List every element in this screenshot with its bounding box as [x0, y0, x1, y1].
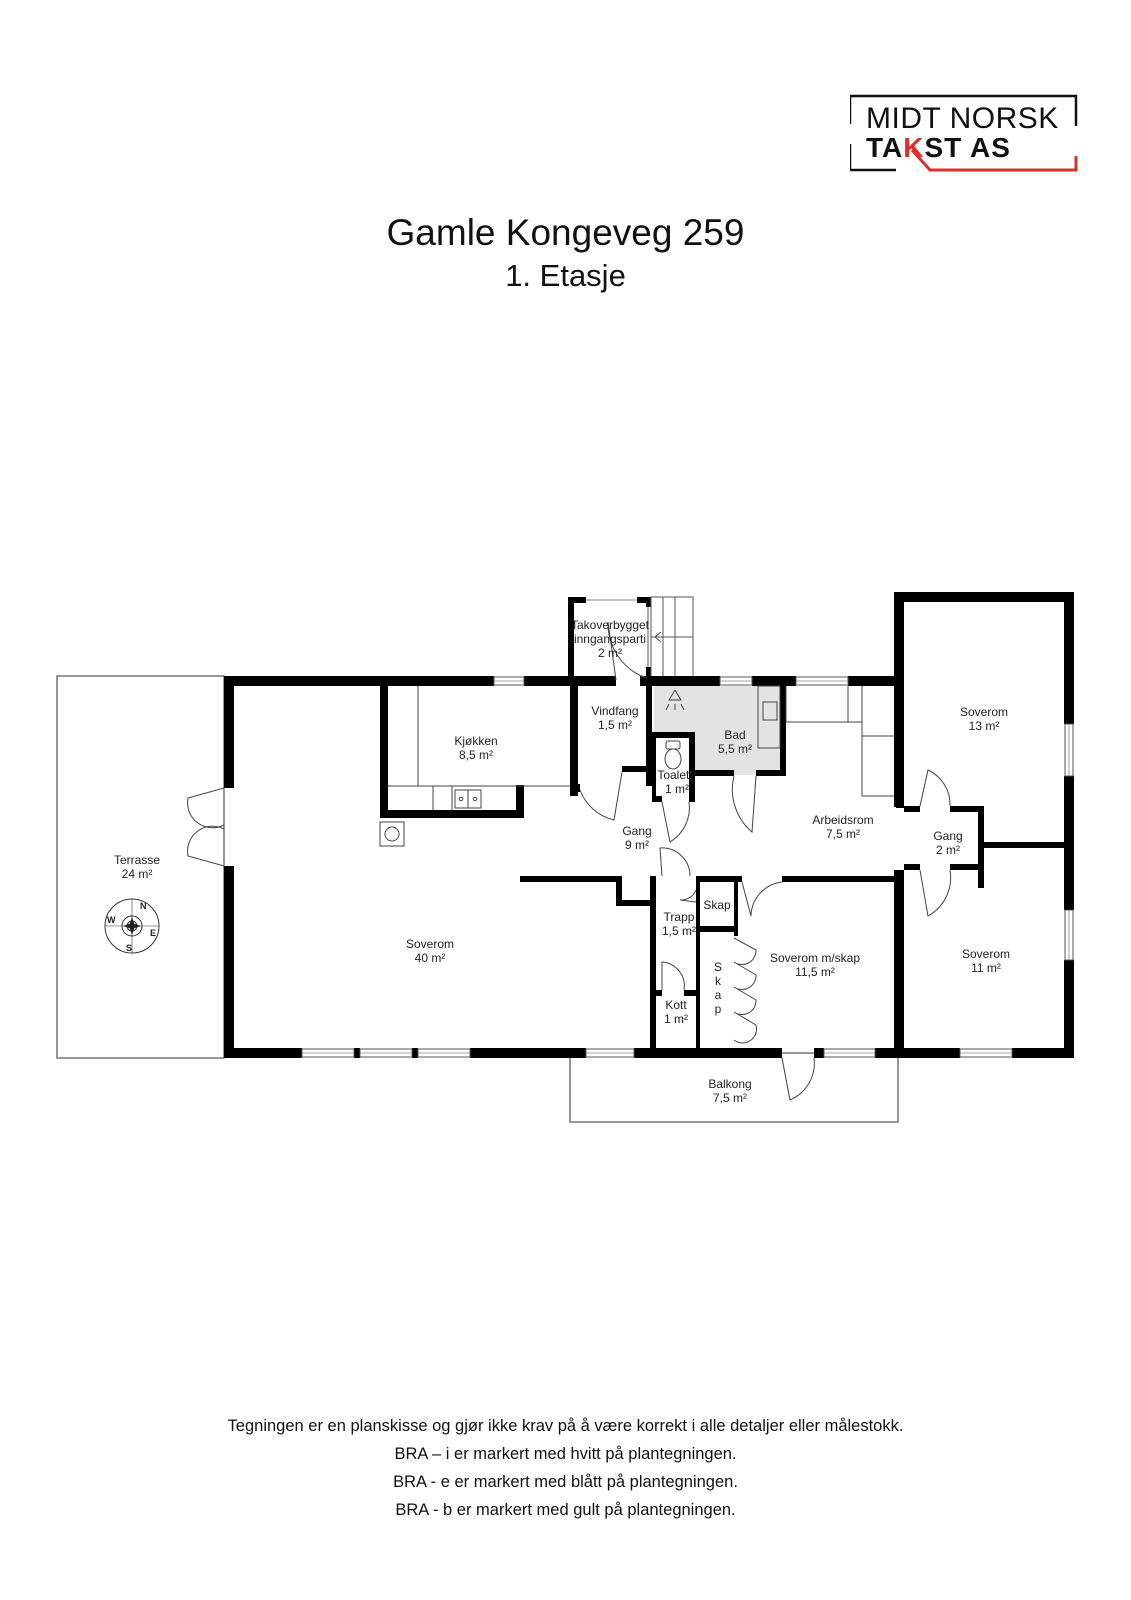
room-area: 40 m²	[415, 951, 446, 965]
note-line: BRA - b er markert med gult på plantegni…	[395, 1501, 736, 1519]
room-area: 24 m²	[122, 867, 153, 881]
room-area: 8,5 m²	[459, 748, 493, 762]
room-area: 7,5 m²	[713, 1091, 747, 1105]
svg-text:N: N	[140, 901, 147, 911]
room-name: Vindfang	[591, 704, 638, 718]
logo-text-line1: MIDT NORSK	[866, 102, 1059, 135]
room-name: Toalett	[657, 768, 693, 782]
company-logo: MIDT NORSK TAKST AS	[850, 94, 1078, 174]
room-name: Balkong	[708, 1077, 751, 1091]
room-area: 2 m²	[598, 646, 622, 660]
room-labels: Takoverbygget inngangsparti 2 m² Vindfan…	[114, 618, 1010, 1105]
room-area: 1,5 m²	[598, 718, 632, 732]
doors	[187, 621, 952, 1101]
logo-frame	[850, 94, 1078, 172]
compass-icon: N E S W	[104, 898, 160, 954]
page-subtitle: 1. Etasje	[505, 258, 626, 293]
room-area: 7,5 m²	[826, 827, 860, 841]
svg-text:E: E	[150, 928, 156, 938]
page-title: Gamle Kongeveg 259	[386, 212, 745, 253]
svg-text:W: W	[107, 915, 116, 925]
exterior-stairs	[650, 596, 694, 678]
room-name: Skap	[703, 898, 731, 912]
room-area: 1 m²	[665, 782, 689, 796]
room-name: Soverom	[960, 705, 1008, 719]
exterior-walls	[224, 592, 1074, 1058]
room-area: 5,5 m²	[718, 742, 752, 756]
room-name: a	[715, 988, 722, 1002]
room-area: 11 m²	[971, 961, 1001, 975]
room-name: Takoverbygget	[571, 618, 650, 632]
room-name: S	[714, 960, 722, 974]
entry-porch-walls	[568, 597, 651, 679]
interior-walls	[380, 686, 1066, 1058]
note-line: BRA - e er markert med blått på plantegn…	[393, 1473, 738, 1491]
room-name: Kott	[665, 998, 687, 1012]
room-name: k	[715, 974, 722, 988]
room-name-line2: inngangsparti	[574, 632, 646, 646]
room-name: Terrasse	[114, 853, 160, 867]
room-area: 1 m²	[664, 1012, 688, 1026]
note-line: Tegningen er en planskisse og gjør ikke …	[227, 1417, 904, 1435]
room-name: Kjøkken	[454, 734, 497, 748]
room-area: 1,5 m²	[662, 924, 696, 938]
disclaimer-notes: Tegningen er en planskisse og gjør ikke …	[0, 1412, 1131, 1524]
room-name: Bad	[724, 728, 745, 742]
room-name: Arbeidsrom	[812, 813, 873, 827]
balcony-area	[569, 1052, 899, 1123]
room-name: Soverom m/skap	[770, 951, 860, 965]
room-name: Gang	[622, 824, 651, 838]
logo-text-line2: TAKST AS	[866, 132, 1011, 163]
room-area: 13 m²	[969, 719, 1000, 733]
room-area: 2 m²	[936, 843, 960, 857]
room-name: Trapp	[664, 910, 695, 924]
room-name: Soverom	[962, 947, 1010, 961]
note-line: BRA – i er markert med hvitt på plantegn…	[394, 1445, 737, 1463]
bathroom-fill	[654, 686, 784, 775]
room-name: Soverom	[406, 937, 454, 951]
svg-text:S: S	[126, 943, 132, 953]
fixtures	[379, 685, 894, 847]
room-area: 9 m²	[625, 838, 649, 852]
room-name: Gang	[933, 829, 962, 843]
room-area: 11,5 m²	[795, 965, 835, 979]
terrace-area	[56, 675, 225, 1059]
room-name: p	[715, 1002, 722, 1016]
